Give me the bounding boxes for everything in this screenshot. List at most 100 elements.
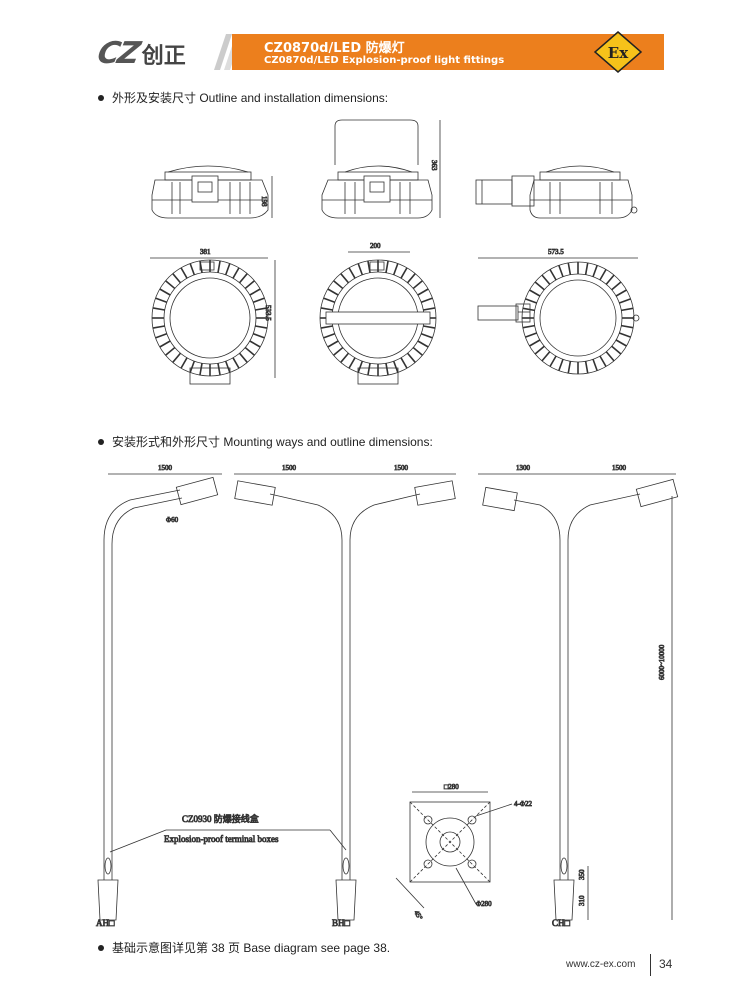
radiator-fin xyxy=(525,332,537,338)
radiator-fin xyxy=(400,267,408,279)
radiator-fin xyxy=(417,288,429,296)
radiator-fin xyxy=(180,357,188,369)
radiator-fin xyxy=(232,267,240,279)
radiator-fin xyxy=(522,307,535,312)
radiator-fin xyxy=(180,267,188,279)
radiator-fin xyxy=(320,307,333,311)
dim-width-a: 381 xyxy=(200,248,211,256)
radiator-fin xyxy=(323,297,336,304)
dim-height-a: 198 xyxy=(260,196,268,207)
dim-pole-dia: Φ60 xyxy=(166,516,179,524)
dim-base-holes: 4-Φ22 xyxy=(514,800,532,808)
radiator-fin xyxy=(599,269,607,281)
radiator-fin xyxy=(525,298,537,304)
radiator-fin xyxy=(549,355,557,367)
radiator-fin xyxy=(522,324,535,329)
radiator-fin xyxy=(385,260,389,273)
mounting-section-title: 安装形式和外形尺寸 Mounting ways and outline dime… xyxy=(98,433,433,450)
radiator-fin xyxy=(348,267,356,279)
product-title-en: CZ0870d/LED Explosion-proof light fittin… xyxy=(264,55,505,66)
radiator-fin xyxy=(567,262,572,275)
radiator-fin xyxy=(619,298,631,304)
radiator-fin xyxy=(323,332,336,339)
radiator-fin xyxy=(333,346,344,356)
radiator-fin xyxy=(611,345,622,355)
radiator-fin xyxy=(406,273,416,284)
page-header: CZ 创正 CZ0870d/LED 防爆灯 CZ0870d/LED Explos… xyxy=(0,0,730,80)
bullet-icon xyxy=(98,438,104,445)
radiator-fin xyxy=(406,352,416,363)
radiator-fin xyxy=(611,281,622,291)
radiator-fin xyxy=(417,340,429,348)
type-label-c: CH□ xyxy=(552,918,571,928)
radiator-fin xyxy=(529,289,541,297)
footer-divider xyxy=(650,954,651,976)
product-title-cn: CZ0870d/LED 防爆灯 xyxy=(264,41,405,56)
radiator-fin xyxy=(340,273,350,284)
radiator-fin xyxy=(549,269,557,281)
side-view-a: 198 xyxy=(151,165,273,219)
dim-arm-b2: 1500 xyxy=(394,464,409,472)
radiator-fin xyxy=(412,346,423,356)
pole-b: BH□ xyxy=(234,480,456,928)
radiator-fin xyxy=(392,263,399,276)
radiator-fin xyxy=(615,339,627,347)
radiator-fin xyxy=(420,297,433,304)
terminal-box-cn: CZ0930 防爆接线盒 xyxy=(182,813,259,824)
radiator-fin xyxy=(232,357,240,369)
terminal-box-en: Explosion-proof terminal boxes xyxy=(164,834,279,844)
radiator-fin xyxy=(357,263,364,276)
dim-height-b: 363 xyxy=(430,160,438,171)
radiator-fin xyxy=(621,324,634,329)
radiator-fin xyxy=(584,361,589,374)
radiator-fin xyxy=(327,340,339,348)
dim-base-h2: 310 xyxy=(578,895,586,906)
radiator-fin xyxy=(217,260,221,273)
radiator-fin xyxy=(592,359,598,371)
radiator-fin xyxy=(244,280,255,290)
radiator-fin xyxy=(592,265,598,277)
radiator-fin xyxy=(385,363,389,376)
radiator-fin xyxy=(165,346,176,356)
top-view-a: 381 533.5 xyxy=(150,248,276,385)
top-view-c: 573.5 xyxy=(477,248,640,375)
radiator-fin xyxy=(534,345,545,355)
top-view-b: 200 xyxy=(319,242,437,385)
radiator-fin xyxy=(255,307,268,311)
radiator-fin xyxy=(529,339,541,347)
dim-base-square: □280 xyxy=(444,783,459,791)
radiator-fin xyxy=(172,273,182,284)
radiator-fin xyxy=(599,355,607,367)
radiator-fin xyxy=(238,273,248,284)
ex-label: Ex xyxy=(608,44,629,62)
radiator-fin xyxy=(155,297,168,304)
radiator-fin xyxy=(172,352,182,363)
dim-arm-a: 1500 xyxy=(158,464,173,472)
dim-diameter: 533.5 xyxy=(264,305,272,321)
radiator-fin xyxy=(238,352,248,363)
radiator-fin xyxy=(199,363,203,376)
type-label-b: BH□ xyxy=(332,918,351,928)
radiator-fin xyxy=(217,363,221,376)
terminal-box-callout: CZ0930 防爆接线盒 Explosion-proof terminal bo… xyxy=(109,813,347,853)
radiator-fin xyxy=(252,332,265,339)
radiator-fin xyxy=(420,332,433,339)
radiator-fin xyxy=(541,274,551,285)
side-view-c xyxy=(475,165,638,219)
radiator-fin xyxy=(340,352,350,363)
radiator-fin xyxy=(558,265,564,277)
radiator-fin xyxy=(159,288,171,296)
dim-arm-b1: 1500 xyxy=(282,464,297,472)
radiator-fin xyxy=(152,325,165,329)
radiator-fin xyxy=(159,340,171,348)
radiator-fin xyxy=(224,263,231,276)
radiator-fin xyxy=(252,297,265,304)
header-title-bar xyxy=(232,34,664,70)
bullet-icon xyxy=(98,94,104,101)
radiator-fin xyxy=(392,360,399,373)
radiator-fin xyxy=(367,363,371,376)
radiator-fin xyxy=(423,307,436,311)
type-label-a: AH□ xyxy=(96,918,115,928)
radiator-fin xyxy=(333,280,344,290)
